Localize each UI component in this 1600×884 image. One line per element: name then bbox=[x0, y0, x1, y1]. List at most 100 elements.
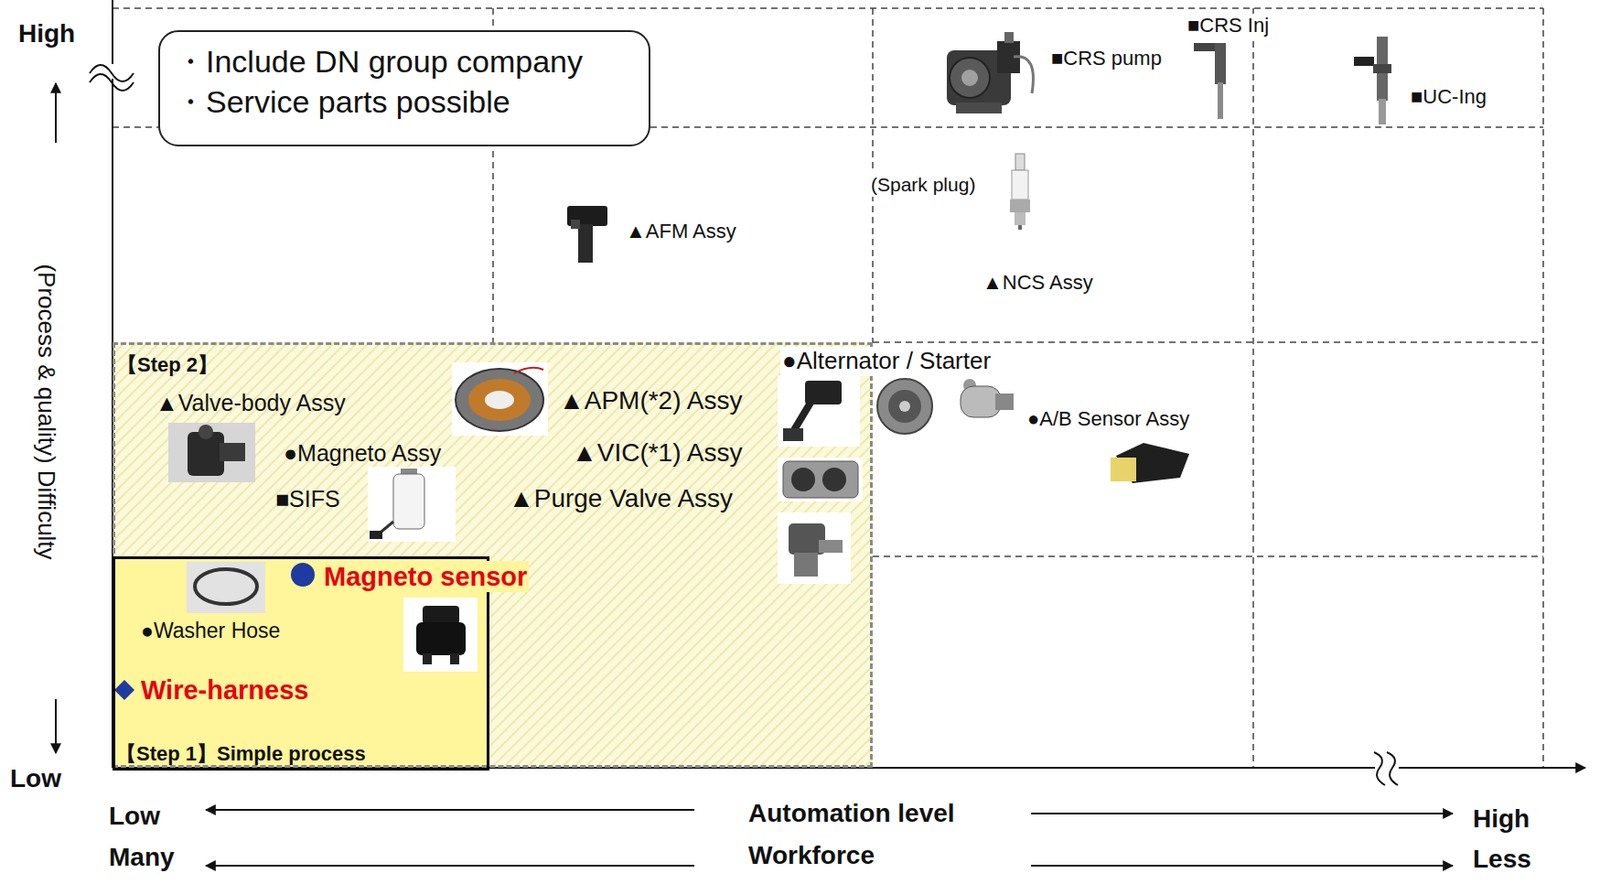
label-anchor: ■CRS Inj bbox=[1185, 13, 1271, 38]
crs-pump-icon bbox=[961, 69, 978, 86]
magneto-assy-icon bbox=[451, 362, 548, 436]
uc-injector-icon bbox=[1373, 64, 1392, 74]
spark-plug-icon bbox=[1009, 199, 1031, 213]
crs-injector-icon bbox=[1217, 82, 1224, 119]
part-label: ●Magneto Assy bbox=[283, 439, 441, 467]
part-label: ■CRS Inj bbox=[1185, 13, 1271, 38]
axis-end-label: Low bbox=[108, 800, 161, 832]
axis-end-label: Low bbox=[10, 762, 62, 795]
label-anchor: Magneto sensor bbox=[322, 560, 529, 593]
part-label: ■CRS pump bbox=[1051, 46, 1162, 71]
axis-direction-arrow bbox=[1030, 812, 1453, 815]
axis-line bbox=[112, 0, 1586, 768]
sifs-icon bbox=[369, 530, 383, 539]
label-anchor: Wire-harness bbox=[140, 674, 309, 707]
axis-title: (Process & quality) Difficulty bbox=[31, 263, 60, 559]
axis-direction-arrow bbox=[55, 83, 1453, 866]
step2-fill bbox=[112, 342, 873, 768]
magneto-assy-icon bbox=[514, 367, 544, 374]
axis-end-label: High bbox=[1472, 803, 1530, 835]
washer-hose-icon bbox=[194, 569, 258, 604]
uc-injector-icon bbox=[1378, 98, 1386, 125]
region-text: 【Step 1】Simple process bbox=[116, 741, 366, 766]
magneto-assy-icon bbox=[451, 362, 548, 436]
axis-direction-arrow bbox=[205, 864, 695, 867]
spark-plug-icon bbox=[1015, 153, 1025, 171]
grid-line bbox=[1542, 8, 1545, 768]
part-label: ●Alternator / Starter bbox=[780, 346, 993, 376]
label-anchor: Low bbox=[10, 762, 62, 795]
part-label: ▲Valve-body Assy bbox=[155, 388, 346, 417]
grid-line bbox=[872, 555, 1544, 558]
apm-pedal-icon bbox=[783, 428, 804, 441]
axis-title: Automation level bbox=[748, 797, 956, 829]
highlight-part-label: Wire-harness bbox=[140, 674, 309, 707]
ab-sensor-icon bbox=[1110, 442, 1190, 484]
uc-injector-icon bbox=[1353, 36, 1392, 125]
part-label: ▲AFM Assy bbox=[625, 219, 737, 244]
label-anchor: (Spark plug) bbox=[869, 172, 978, 196]
apm-pedal-icon bbox=[777, 375, 860, 447]
axis-end-label: Many bbox=[108, 841, 175, 873]
crs-injector-icon bbox=[1214, 42, 1226, 85]
part-label: (Spark plug) bbox=[869, 172, 978, 196]
label-anchor: Workforce bbox=[748, 839, 875, 871]
magneto-assy-icon bbox=[468, 378, 531, 421]
part-label: ▲NCS Assy bbox=[982, 270, 1094, 295]
valve-body-icon bbox=[168, 422, 256, 483]
apm-pedal-icon bbox=[777, 375, 860, 447]
purge-valve-icon bbox=[777, 512, 851, 584]
magneto-sensor-icon bbox=[422, 653, 432, 665]
valve-body-icon bbox=[198, 424, 214, 440]
label-anchor: ■SIFS bbox=[275, 484, 341, 513]
magneto-sensor-icon bbox=[416, 622, 466, 656]
label-anchor: Many bbox=[108, 841, 175, 873]
throttle-body-icon bbox=[777, 457, 863, 502]
crs-pump-icon bbox=[1013, 56, 1033, 94]
label-anchor: ●Magneto Assy bbox=[283, 439, 441, 467]
label-anchor: ▲NCS Assy bbox=[982, 270, 1094, 295]
axis-break bbox=[89, 64, 134, 82]
label-anchor: ▲Valve-body Assy bbox=[155, 388, 346, 417]
axis-direction-arrow bbox=[54, 83, 57, 143]
magneto-assy-icon bbox=[455, 368, 544, 431]
label-anchor: ■CRS pump bbox=[1051, 46, 1162, 71]
crs-pump-icon bbox=[946, 32, 1033, 114]
crs-injector-icon bbox=[1193, 42, 1226, 119]
label-anchor: ●A/B Sensor Assy bbox=[1027, 407, 1190, 431]
afm-icon bbox=[570, 219, 580, 229]
part-label: ●Washer Hose bbox=[140, 618, 280, 645]
washer-hose-icon bbox=[186, 561, 266, 613]
highlight-part-label: Magneto sensor bbox=[322, 560, 529, 593]
alternator-icon bbox=[877, 378, 933, 434]
spark-plug-icon bbox=[1009, 153, 1031, 230]
part-label: ▲APM(*2) Assy bbox=[558, 385, 742, 417]
label-anchor: Automation level bbox=[748, 797, 956, 829]
part-label: ■SIFS bbox=[275, 484, 341, 513]
part-label: ■UC-Ing bbox=[1410, 85, 1487, 109]
grid-line bbox=[112, 8, 1544, 768]
spark-plug-icon bbox=[1014, 212, 1026, 226]
magneto-sensor-icon bbox=[422, 605, 460, 624]
starter-icon bbox=[960, 386, 1001, 418]
axis-break bbox=[89, 74, 134, 91]
crs-pump-icon bbox=[1004, 32, 1014, 43]
starter-icon bbox=[995, 393, 1014, 410]
sifs-icon bbox=[393, 473, 425, 529]
part-label: ▲Purge Valve Assy bbox=[508, 483, 733, 515]
axis-direction-arrow bbox=[205, 808, 695, 811]
throttle-body-icon bbox=[783, 461, 859, 498]
axis-title: Workforce bbox=[748, 839, 875, 871]
afm-icon bbox=[578, 224, 593, 263]
label-anchor: ▲VIC(*1) Assy bbox=[571, 437, 742, 469]
axis-break bbox=[89, 64, 1399, 785]
spark-plug-icon bbox=[1011, 170, 1029, 200]
axis-direction-arrow bbox=[1030, 864, 1453, 867]
crs-pump-icon bbox=[949, 57, 990, 98]
alternator-icon bbox=[888, 389, 922, 423]
region-text: ・Service parts possible bbox=[174, 81, 511, 122]
grid-line bbox=[1252, 8, 1255, 768]
grid-line bbox=[872, 341, 1544, 344]
part-label: ▲VIC(*1) Assy bbox=[571, 437, 742, 469]
label-anchor: ▲Purge Valve Assy bbox=[508, 483, 733, 515]
